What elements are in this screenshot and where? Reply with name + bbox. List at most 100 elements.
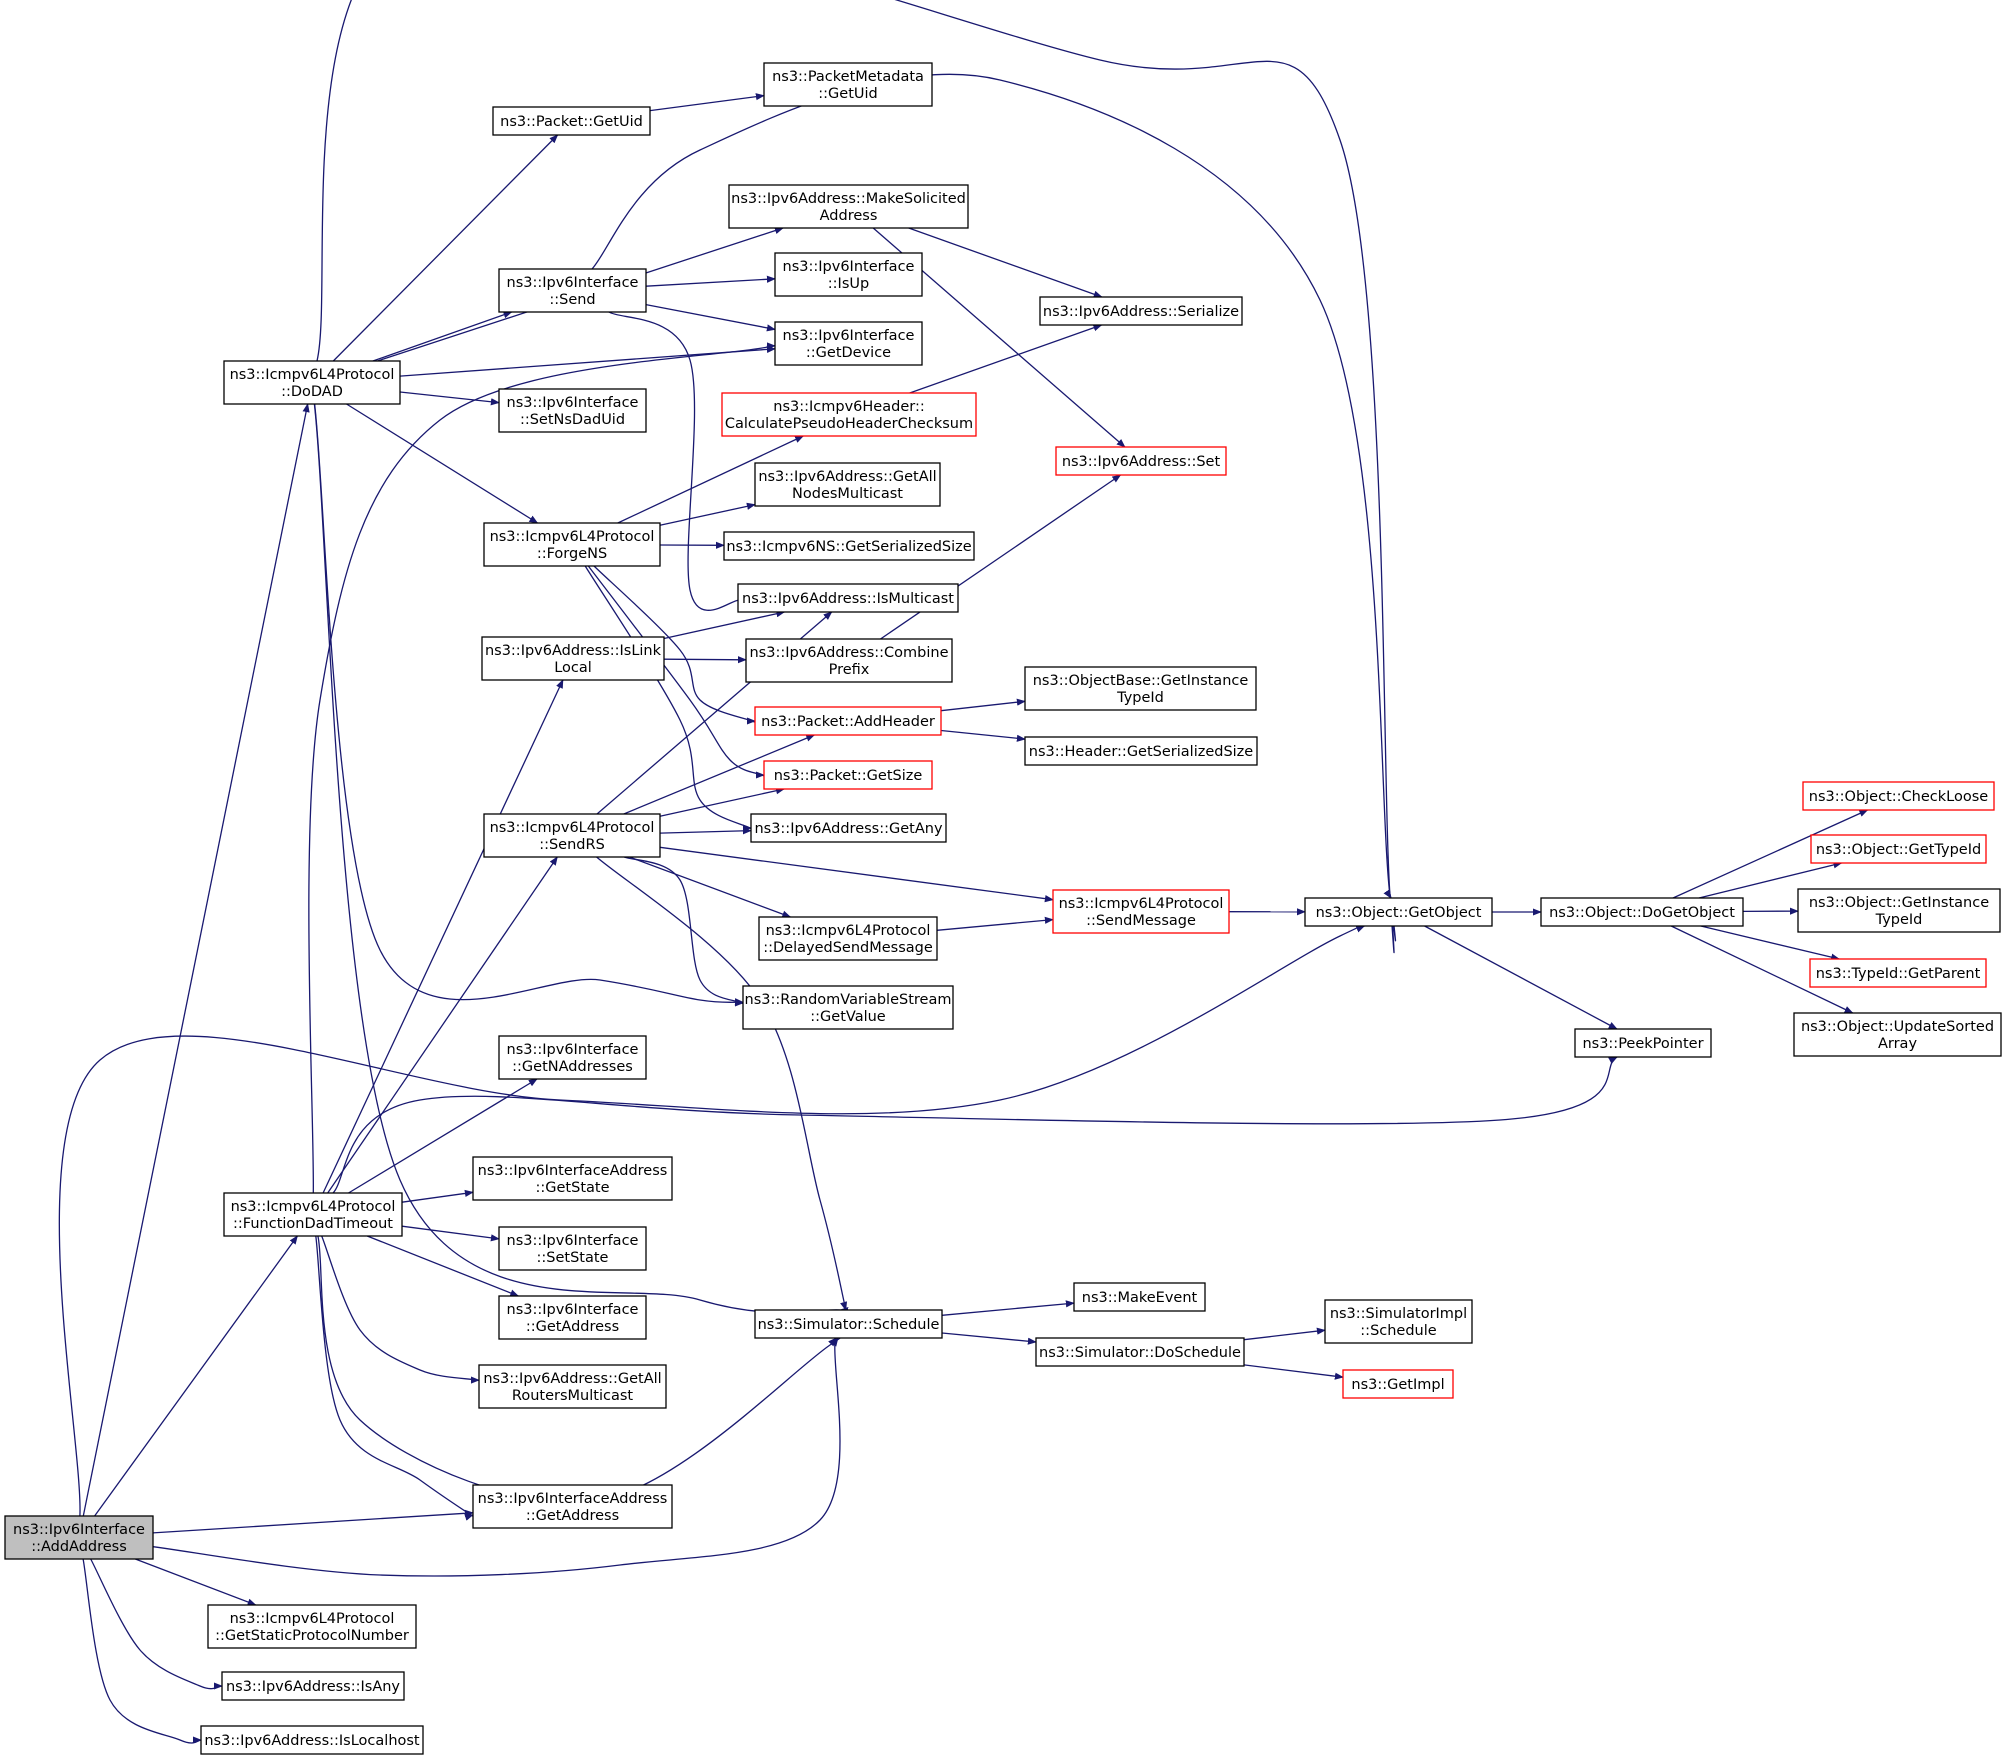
node-box — [763, 62, 933, 107]
node-label: ns3::Object::CheckLoose — [1809, 789, 1988, 805]
node-schedule[interactable]: ns3::Simulator::Schedule — [754, 1309, 943, 1339]
node-box — [763, 760, 933, 790]
node-forgens[interactable]: ns3::Icmpv6L4Protocol::ForgeNS — [483, 522, 661, 567]
node-setnsdaduid[interactable]: ns3::Ipv6Interface::SetNsDadUid — [498, 388, 647, 433]
node-rvs_getvalue[interactable]: ns3::RandomVariableStream::GetValue — [742, 985, 954, 1030]
node-getobject[interactable]: ns3::Object::GetObject — [1304, 897, 1493, 927]
node-icmpns_size[interactable]: ns3::Icmpv6NS::GetSerializedSize — [723, 531, 975, 561]
node-send[interactable]: ns3::Ipv6Interface::Send — [498, 268, 647, 313]
node-obj_gettypeid[interactable]: ns3::Object::GetTypeId — [1810, 834, 1987, 864]
node-box — [498, 268, 647, 313]
node-label: ns3::Ipv6Address::GetAll — [758, 469, 936, 485]
node-getsize[interactable]: ns3::Packet::GetSize — [763, 760, 933, 790]
edge-addaddress-to-isany — [90, 1558, 223, 1690]
node-ifaddr_getaddress[interactable]: ns3::Ipv6InterfaceAddress::GetAddress — [472, 1484, 673, 1529]
node-label: ns3::Ipv6InterfaceAddress — [478, 1163, 668, 1179]
node-label: ns3::Icmpv6Header:: — [773, 399, 924, 415]
node-addr_set[interactable]: ns3::Ipv6Address::Set — [1055, 446, 1227, 476]
node-serialize[interactable]: ns3::Ipv6Address::Serialize — [1039, 296, 1243, 326]
edge-fdt-to-peekpointer — [332, 1056, 1618, 1194]
edge-sendrs-to-getany — [659, 827, 752, 835]
node-getdevice[interactable]: ns3::Ipv6Interface::GetDevice — [774, 321, 923, 366]
edge-delayed-to-sendmessage — [936, 916, 1054, 931]
node-label: ns3::Object::GetInstance — [1809, 895, 1989, 911]
node-label: ::SendRS — [539, 837, 605, 853]
node-doschedule[interactable]: ns3::Simulator::DoSchedule — [1035, 1337, 1245, 1367]
node-delayed[interactable]: ns3::Icmpv6L4Protocol::DelayedSendMessag… — [758, 916, 938, 961]
node-label: Address — [820, 208, 878, 224]
node-label: ::GetUid — [818, 86, 877, 102]
node-fdt[interactable]: ns3::Icmpv6L4Protocol::FunctionDadTimeou… — [223, 1192, 403, 1237]
node-box — [1802, 781, 1995, 811]
node-addaddress[interactable]: ns3::Ipv6Interface::AddAddress — [4, 1515, 154, 1560]
node-label: ns3::Ipv6Address::GetAll — [483, 1371, 661, 1387]
node-setstate[interactable]: ns3::Ipv6Interface::SetState — [498, 1226, 647, 1271]
node-islocalhost[interactable]: ns3::Ipv6Address::IsLocalhost — [200, 1725, 424, 1755]
node-sendrs[interactable]: ns3::Icmpv6L4Protocol::SendRS — [483, 813, 661, 858]
edge-dodad-to-send — [372, 311, 513, 362]
node-box — [1540, 897, 1744, 927]
node-makeevent[interactable]: ns3::MakeEvent — [1073, 1282, 1206, 1312]
node-label: ns3::Ipv6Interface — [13, 1522, 145, 1538]
edge-schedule-to-makeevent — [941, 1300, 1075, 1316]
node-box — [1793, 1012, 2002, 1057]
node-if_getaddress[interactable]: ns3::Ipv6Interface::GetAddress — [498, 1295, 647, 1340]
node-box — [774, 321, 923, 366]
node-getnaddr[interactable]: ns3::Ipv6Interface::GetNAddresses — [498, 1035, 647, 1080]
node-label: ns3::Icmpv6L4Protocol — [490, 820, 655, 836]
edge-forgens-to-getany — [584, 565, 755, 832]
node-label: ns3::Ipv6Address::Set — [1062, 454, 1221, 470]
node-box — [1039, 296, 1243, 326]
node-header_size[interactable]: ns3::Header::GetSerializedSize — [1024, 736, 1258, 766]
node-peekpointer[interactable]: ns3::PeekPointer — [1574, 1028, 1712, 1058]
edge-send-to-getobject — [591, 73, 1397, 942]
node-getparent[interactable]: ns3::TypeId::GetParent — [1809, 958, 1987, 988]
node-label: ns3::Ipv6Address::MakeSolicited — [731, 191, 966, 207]
node-checkloose[interactable]: ns3::Object::CheckLoose — [1802, 781, 1995, 811]
node-label: ns3::Ipv6Interface — [783, 328, 915, 344]
node-label: ::GetStaticProtocolNumber — [215, 1628, 409, 1644]
node-box — [1809, 958, 1987, 988]
node-simimpl_schedule[interactable]: ns3::SimulatorImpl::Schedule — [1324, 1299, 1473, 1344]
edge-sendrs-to-sendmessage — [659, 846, 1054, 903]
node-getimpl[interactable]: ns3::GetImpl — [1342, 1369, 1454, 1399]
node-dodad[interactable]: ns3::Icmpv6L4Protocol::DoDAD — [223, 360, 401, 405]
edge-forgens-to-calcpseudo — [617, 435, 805, 524]
node-box — [1073, 1282, 1206, 1312]
node-isany[interactable]: ns3::Ipv6Address::IsAny — [221, 1671, 405, 1701]
node-label: ns3::Ipv6Address::IsAny — [226, 1679, 400, 1695]
node-dogetobject[interactable]: ns3::Object::DoGetObject — [1540, 897, 1744, 927]
node-sendmessage[interactable]: ns3::Icmpv6L4Protocol::SendMessage — [1052, 889, 1230, 934]
node-addheader[interactable]: ns3::Packet::AddHeader — [754, 706, 942, 736]
edge-dodad-to-rvs_getvalue — [313, 403, 744, 1006]
node-label: ns3::Object::GetObject — [1316, 905, 1482, 921]
node-ifaddr_getstate[interactable]: ns3::Ipv6InterfaceAddress::GetState — [472, 1156, 673, 1201]
node-label: ::SetNsDadUid — [520, 412, 625, 428]
node-getany[interactable]: ns3::Ipv6Address::GetAny — [750, 813, 947, 843]
node-box — [481, 636, 665, 681]
edge-send-to-getdevice — [645, 303, 776, 332]
node-label: ns3::Packet::GetSize — [774, 768, 923, 784]
node-packet_getuid[interactable]: ns3::Packet::GetUid — [492, 106, 651, 136]
node-calcpseudo[interactable]: ns3::Icmpv6Header::CalculatePseudoHeader… — [721, 392, 977, 437]
node-isup[interactable]: ns3::Ipv6Interface::IsUp — [774, 252, 923, 297]
edge-layer — [58, 0, 1869, 1744]
node-label: NodesMulticast — [792, 486, 903, 502]
edge-islinklocal-to-ismulticast — [663, 610, 786, 640]
node-getstaticproto[interactable]: ns3::Icmpv6L4Protocol::GetStaticProtocol… — [207, 1604, 417, 1649]
node-box — [754, 706, 942, 736]
edge-dodad-to-packet_getuid — [332, 134, 559, 362]
node-label: ns3::Packet::AddHeader — [761, 714, 935, 730]
node-label: ns3::PeekPointer — [1582, 1036, 1703, 1052]
node-ismulticast[interactable]: ns3::Ipv6Address::IsMulticast — [737, 583, 959, 613]
node-pm_getuid[interactable]: ns3::PacketMetadata::GetUid — [763, 62, 933, 107]
node-label: ::IsUp — [828, 276, 869, 292]
